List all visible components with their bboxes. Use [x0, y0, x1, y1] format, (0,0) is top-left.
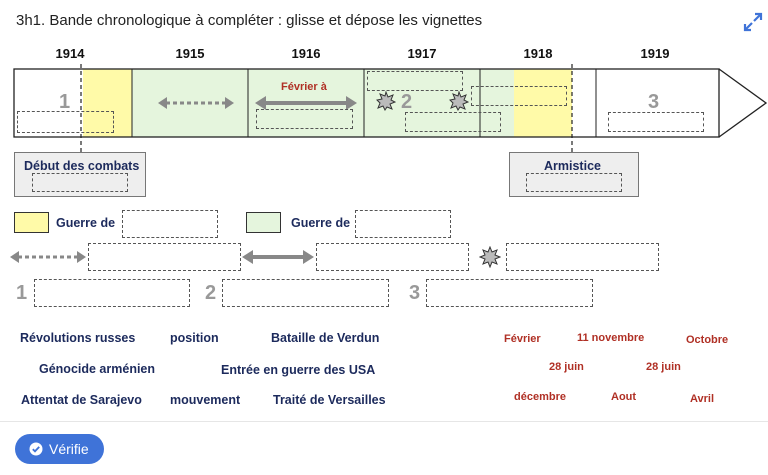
tile-position[interactable]: position	[170, 331, 219, 345]
event-label-start: Début des combats	[24, 159, 140, 173]
dropzone-legend-period-2[interactable]	[222, 279, 389, 307]
year-label-1919: 1919	[640, 46, 670, 61]
tile-date-28-juin[interactable]: 28 juin	[549, 361, 584, 373]
legend-movement-arrow-icon	[10, 251, 86, 263]
year-label-1914: 1914	[55, 46, 85, 61]
dropzone-timeline-1[interactable]	[17, 111, 114, 133]
verify-button[interactable]: Vérifie	[15, 434, 104, 464]
tile-date-11-novembre[interactable]: 11 novembre	[577, 332, 645, 344]
year-label-1916: 1916	[291, 46, 321, 61]
tile-date-aout[interactable]: Aout	[611, 391, 637, 403]
verify-button-label: Vérifie	[49, 441, 89, 457]
tile-mouvement[interactable]: mouvement	[170, 393, 241, 407]
dropzone-armistice-date[interactable]	[526, 173, 622, 192]
tile-date-octobre[interactable]: Octobre	[686, 334, 729, 346]
dropzone-timeline-3[interactable]	[367, 71, 463, 91]
war-of-position-arrow-icon	[255, 96, 357, 110]
event-box-start-of-combat: Début des combats	[14, 152, 146, 197]
legend-green-swatch	[246, 212, 281, 233]
tile-entree-en-guerre-usa[interactable]: Entrée en guerre des USA	[221, 363, 376, 377]
dropzone-timeline-5[interactable]	[471, 86, 567, 106]
tile-revolutions-russes[interactable]: Révolutions russes	[20, 331, 136, 345]
dropzone-legend-movement[interactable]	[88, 243, 241, 271]
tile-date-28-juin[interactable]: 28 juin	[646, 361, 681, 373]
exercise-title: 3h1. Bande chronologique à compléter : g…	[16, 12, 483, 29]
tile-bataille-de-verdun[interactable]: Bataille de Verdun	[271, 331, 380, 345]
event-label-armistice: Armistice	[544, 159, 601, 173]
year-label-1915: 1915	[175, 46, 205, 61]
dropzone-timeline-2[interactable]	[256, 109, 353, 129]
dropzone-legend-period-1[interactable]	[34, 279, 190, 307]
legend-position-arrow-icon	[242, 250, 314, 264]
tile-genocide-armenien[interactable]: Génocide arménien	[39, 362, 156, 376]
legend-revolution-star-icon	[479, 246, 501, 268]
legend-war-of-label-1: Guerre de	[56, 216, 116, 230]
tile-traite-de-versailles[interactable]: Traité de Versailles	[273, 393, 386, 407]
dropzone-start-date[interactable]	[32, 173, 128, 192]
tile-date-avril[interactable]: Avril	[690, 393, 715, 405]
dropzone-timeline-6[interactable]	[608, 112, 704, 132]
event-box-armistice: Armistice	[509, 152, 639, 197]
legend-yellow-swatch	[14, 212, 49, 233]
dropzone-timeline-4[interactable]	[405, 112, 501, 132]
fevrier-a-label: Février à	[281, 81, 327, 93]
period-number-3: 3	[648, 91, 660, 113]
revolution-star-icon	[449, 91, 469, 111]
legend-war-of-label-2: Guerre de	[291, 216, 351, 230]
war-of-movement-arrow-icon	[158, 97, 234, 109]
expand-icon[interactable]	[742, 11, 764, 33]
year-label-1918: 1918	[523, 46, 553, 61]
tile-attentat-de-sarajevo[interactable]: Attentat de Sarajevo	[21, 393, 142, 407]
legend-number-3: 3	[409, 282, 421, 304]
footer-divider	[0, 421, 768, 422]
tile-date-fevrier[interactable]: Février	[504, 333, 541, 345]
check-circle-icon	[29, 442, 43, 456]
period-number-2: 2	[401, 91, 413, 113]
legend-number-1: 1	[16, 282, 28, 304]
period-number-1: 1	[59, 91, 71, 113]
dropzone-legend-green[interactable]	[355, 210, 451, 238]
dropzone-legend-yellow[interactable]	[122, 210, 218, 238]
tile-date-decembre[interactable]: décembre	[514, 391, 566, 403]
dropzone-legend-period-3[interactable]	[426, 279, 593, 307]
legend-number-2: 2	[205, 282, 217, 304]
dropzone-legend-revolution[interactable]	[506, 243, 659, 271]
dropzone-legend-position[interactable]	[316, 243, 469, 271]
year-label-1917: 1917	[407, 46, 437, 61]
revolution-star-icon	[376, 91, 396, 111]
